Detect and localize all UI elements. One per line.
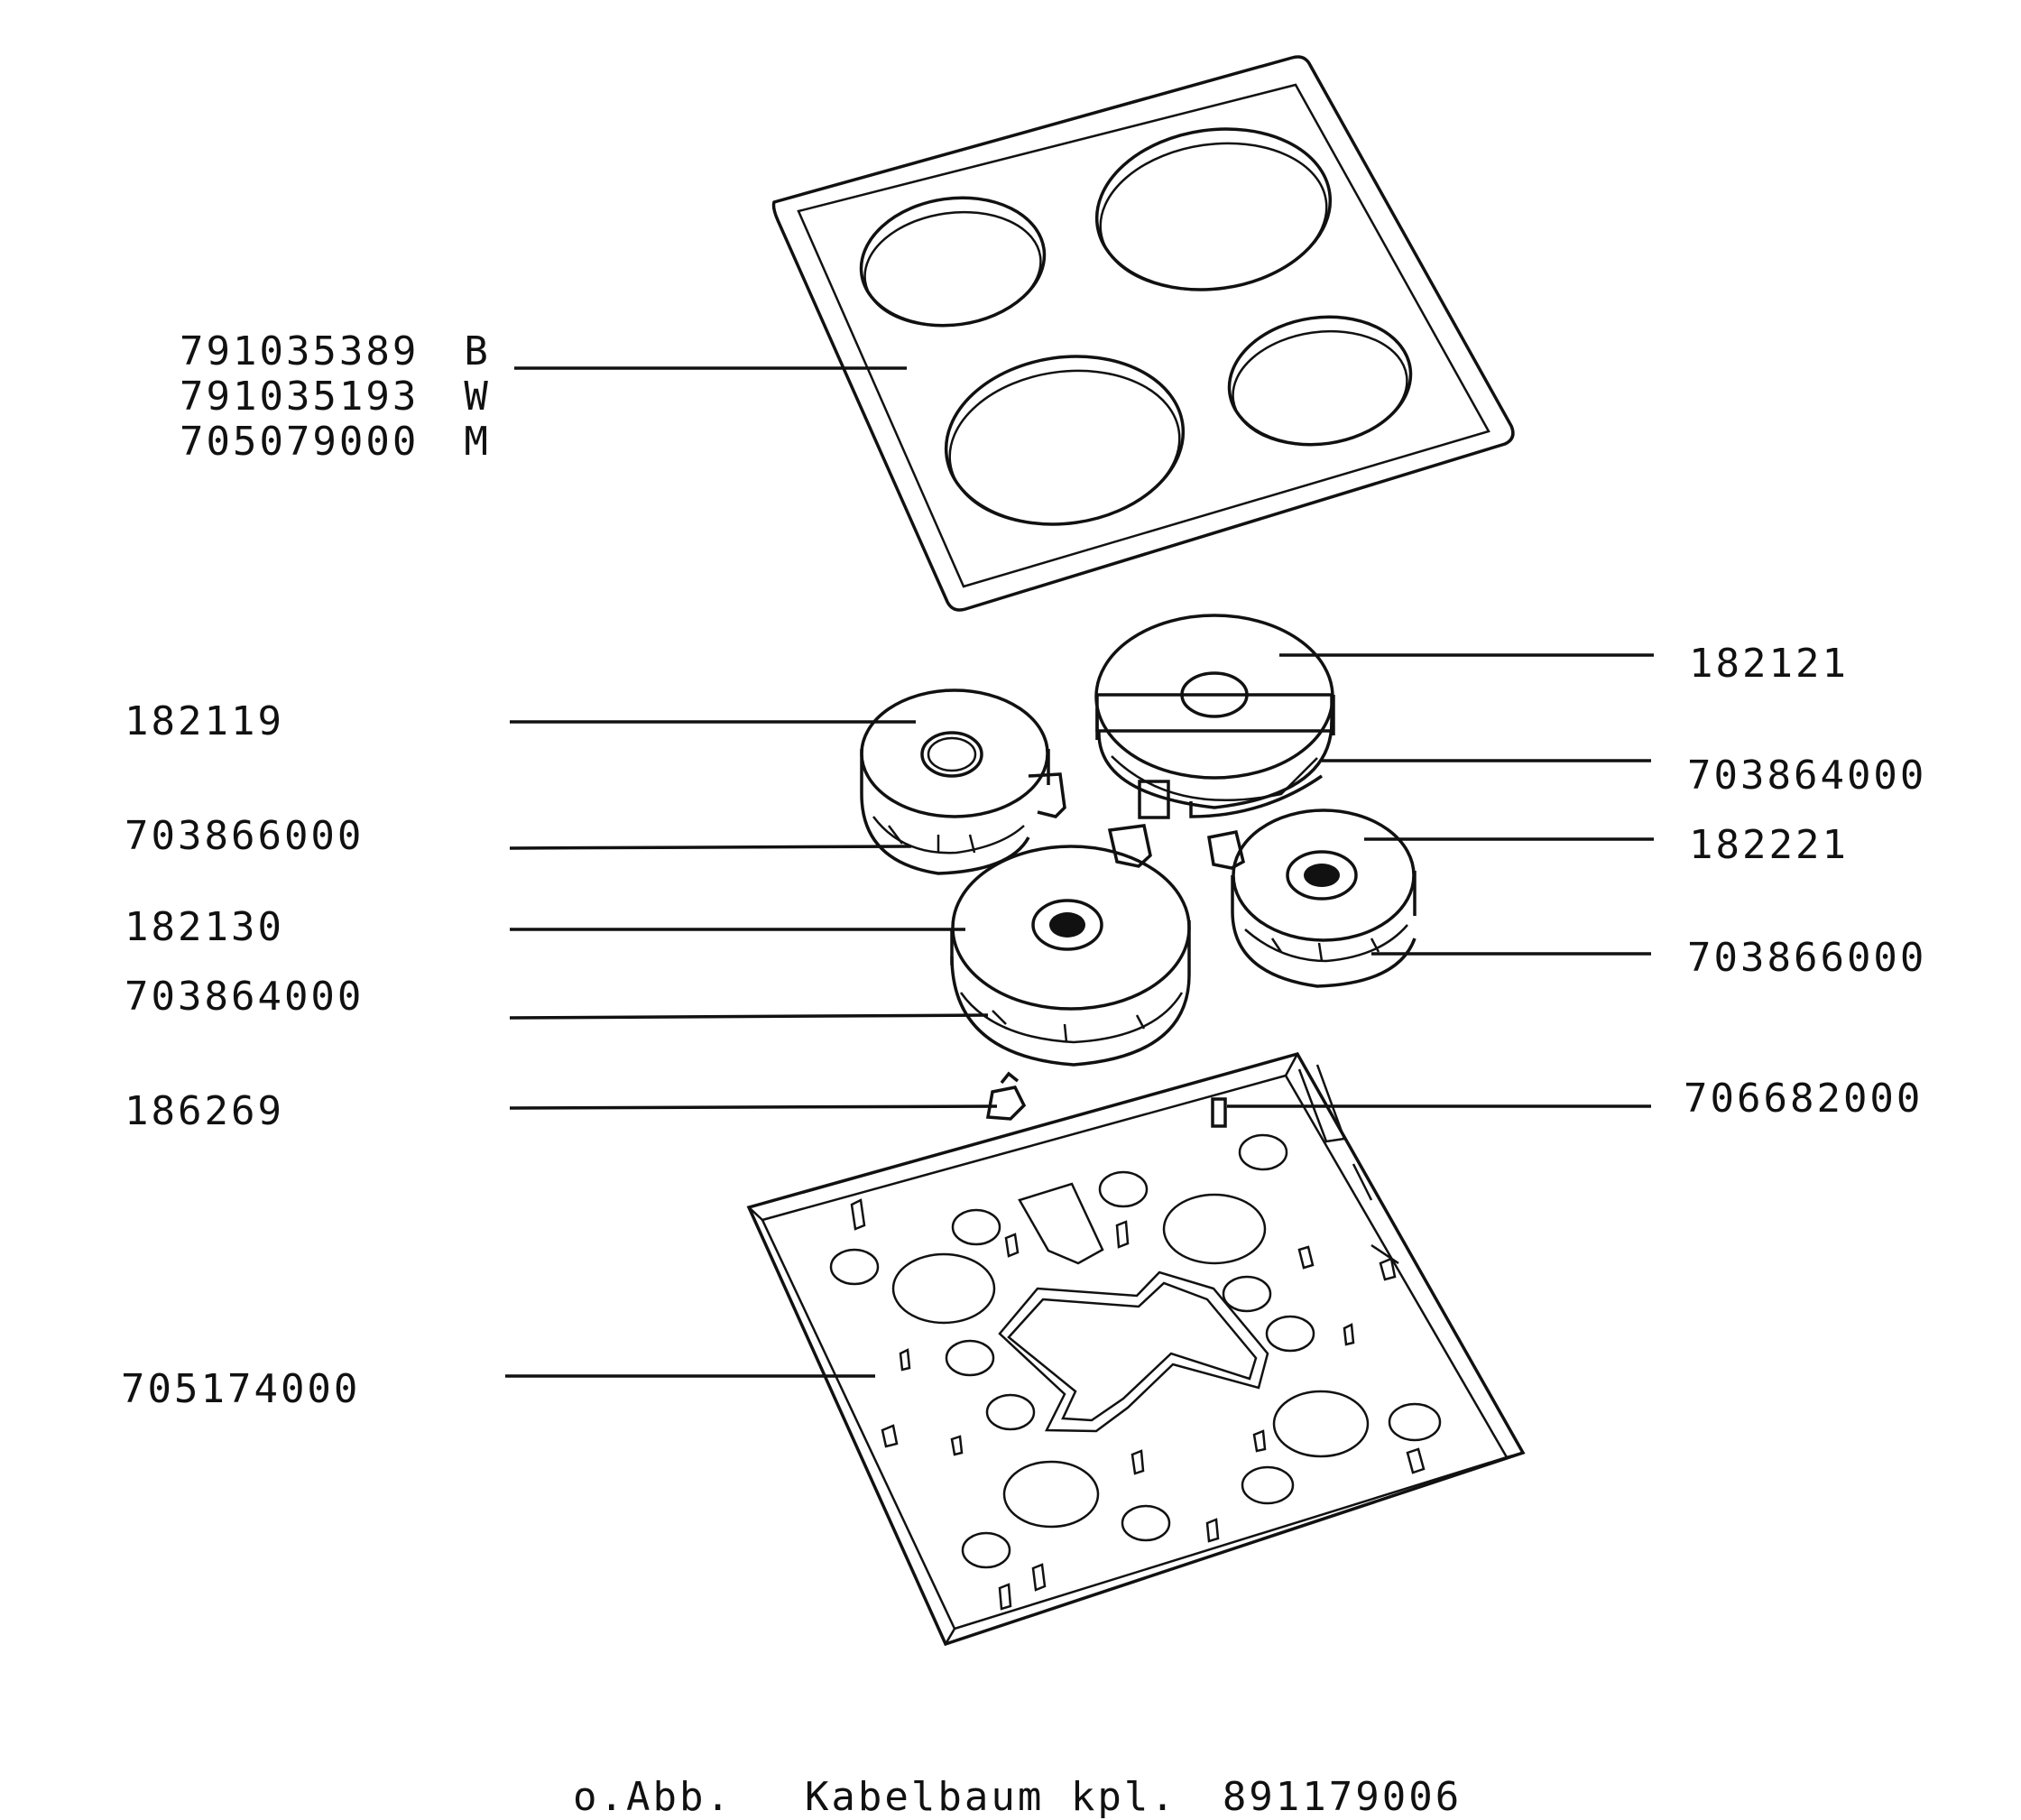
label-top-panel-2: 791035193 W	[126, 337, 491, 417]
hob-top-panel	[771, 55, 1515, 612]
label-clip-left: 186269	[125, 1088, 284, 1134]
connector-clip	[1206, 829, 1246, 870]
label-top-panel-3-code: M	[464, 419, 491, 465]
label-plate-right-small: 182221	[1689, 822, 1849, 868]
label-plate-left-small: 182119	[125, 698, 284, 744]
hotplate-182221	[1231, 808, 1417, 988]
label-top-panel-2-number: 791035193	[179, 374, 420, 420]
label-plate-left-large: 182130	[125, 904, 284, 950]
label-top-panel-2-code: W	[464, 374, 491, 420]
label-top-panel-3-number: 705079000	[179, 419, 420, 465]
label-top-panel-1-number: 791035389	[179, 328, 420, 374]
footer-line: o.Abb. Kabelbaum kpl. 891179006	[520, 1738, 1462, 1817]
base-tray-705174000	[746, 1051, 1526, 1647]
label-plate-right-top: 182121	[1689, 641, 1849, 687]
hotplate-182121	[1094, 614, 1335, 819]
leader-lines	[505, 366, 1654, 1378]
hotplate-182130	[950, 845, 1191, 1067]
label-clip-right: 706682000	[1684, 1076, 1924, 1122]
footer-note: o.Abb.	[572, 1774, 733, 1820]
label-top-panel-3: 705079000 M	[126, 383, 491, 462]
clip-706682000	[1211, 1097, 1227, 1128]
footer-part-number: 891179006	[1222, 1774, 1463, 1820]
label-ring-right-small: 703866000	[1687, 935, 1927, 981]
footer-part-name: Kabelbaum kpl.	[804, 1774, 1177, 1820]
label-ring-left-large: 703864000	[125, 974, 365, 1020]
label-ring-right-top: 703864000	[1687, 753, 1927, 799]
label-top-panel-1: 791035389 B	[126, 292, 491, 372]
connector-clip	[1107, 824, 1152, 868]
clip-186269	[985, 1071, 1027, 1121]
label-top-panel-1-code: B	[464, 328, 491, 374]
label-ring-left-small: 703866000	[125, 813, 365, 859]
label-base-tray: 705174000	[121, 1366, 361, 1412]
